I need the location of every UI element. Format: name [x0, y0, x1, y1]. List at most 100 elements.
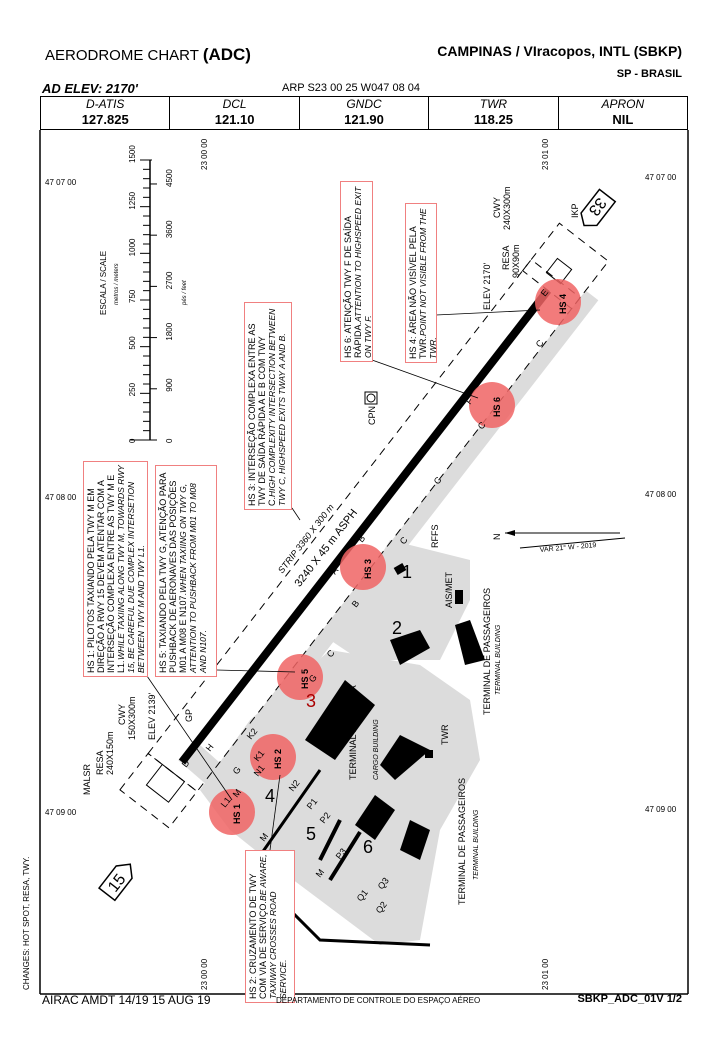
freq-value: 121.10 — [214, 112, 255, 127]
pax-terminal-label-2-en: TERMINAL BUILDING — [473, 809, 480, 880]
title-code: (ADC) — [202, 45, 251, 64]
taxiway-label: C — [398, 535, 410, 547]
hotspot-note-hs6: HS 6: ATENÇÃO TWY F DE SAÍDA RÁPIDA.ATTE… — [340, 181, 373, 362]
resa-33 — [545, 257, 573, 285]
hotspot-label: HS 6 — [492, 397, 502, 417]
scale-meters-value: 500 — [128, 336, 137, 350]
apron-number: 5 — [306, 824, 316, 844]
taxiway-label: D — [180, 758, 192, 770]
hotspot-label: HS 2 — [273, 749, 283, 769]
cpn-label: CPN — [367, 406, 377, 425]
variation-arrow — [519, 537, 626, 549]
apron-line — [318, 819, 342, 861]
region: SP - BRASIL — [616, 68, 682, 80]
cargo-terminal-label: TERMINAL DE CARGA — [348, 685, 358, 780]
pax-terminal-label: TERMINAL DE PASSAGEIROS — [482, 588, 492, 715]
apron-line — [328, 830, 362, 882]
apron-number: 4 — [265, 786, 275, 806]
cwy-15-dim: 150X300m — [127, 696, 137, 740]
hotspot-circle-1[interactable] — [209, 789, 255, 835]
taxiway-label: C — [476, 420, 488, 432]
threshold-33-marker: 33 — [580, 188, 617, 227]
apron-numbers: 1 2 3 4 5 6 — [265, 562, 412, 857]
hotspot-circle-6[interactable] — [469, 382, 515, 428]
pax-terminal-label-en: TERMINAL BUILDING — [495, 624, 502, 695]
hotspot-label: HS 3 — [363, 559, 373, 579]
taxiway-label: G — [307, 673, 319, 685]
scale-feet-label: pés / feet — [182, 280, 188, 306]
cargo-terminal-label-en: CARGO BUILDING — [373, 719, 380, 780]
taxiway-label: A — [329, 565, 341, 576]
scale-feet-value: 4500 — [165, 169, 174, 187]
freq-label: GNDC — [346, 97, 382, 111]
hotspot-note-en: HIGH COMPLEXITY INTERSECTION BETWEEN TWY… — [267, 308, 287, 506]
title-prefix: AERODROME CHART — [45, 47, 203, 64]
taxiway-label: L1 — [219, 795, 233, 809]
freq-label: TWR — [479, 97, 508, 111]
scale-title: ESCALA / SCALE — [99, 251, 108, 315]
scale-feet-value: 2700 — [165, 271, 174, 289]
resa-33-label: RESA — [501, 245, 511, 270]
scale-feet-value: 0 — [165, 438, 174, 443]
hotspot-circle-4[interactable] — [535, 279, 581, 325]
freq-value: NIL — [612, 112, 634, 127]
chart-title: AERODROME CHART (ADC) — [45, 45, 251, 65]
hotspot-note-hs2: HS 2: CRUZAMENTO DE TWY COM VIA DE SERVI… — [245, 850, 295, 1003]
runway-strip — [147, 258, 581, 793]
hotspot-circle-2[interactable] — [250, 734, 296, 780]
hotspot-label: HS 1 — [232, 804, 242, 824]
taxiway-label: F — [464, 395, 476, 406]
hotspot-note-en: WHILE TAXIING ALONG TWY M, TOWARDS RWY 1… — [116, 465, 146, 673]
grid-label: 47 07 00 — [45, 178, 77, 187]
hotspot-circle-5[interactable] — [277, 654, 323, 700]
cwy-33-dim: 240X300m — [502, 186, 512, 230]
rffs-label: RFFS — [430, 525, 440, 549]
grid-label: 47 09 00 — [645, 805, 677, 814]
buildings — [305, 563, 485, 860]
freq-label: APRON — [601, 97, 645, 111]
grid-label: 47 07 00 — [645, 173, 677, 182]
hotspot-note-hs5: HS 5: TAXIANDO PELA TWY G, ATENÇÃO PARA … — [155, 465, 217, 677]
grid-label: 47 08 00 — [45, 493, 77, 502]
resa-33-dim: 90X90m — [511, 244, 521, 278]
taxiway-label: B — [356, 533, 368, 544]
chart-code: SBKP_ADC_01V 1/2 — [577, 993, 682, 1005]
taxiway-label: H — [204, 742, 216, 753]
north-arrow-head — [505, 530, 515, 536]
scale-meters-value: 1000 — [128, 238, 137, 256]
freq-value: 121.90 — [344, 112, 384, 127]
leader-lines — [146, 309, 541, 851]
cwy-33-label: CWY — [492, 197, 502, 218]
malsr-label: MALSR — [82, 763, 92, 795]
runway-15-33[interactable] — [178, 287, 552, 765]
chart-frame — [39, 130, 689, 995]
apron-number: 1 — [402, 562, 412, 582]
ikp-label: IKP — [570, 203, 580, 218]
north-label: N — [492, 534, 502, 541]
taxiway-label: B — [350, 598, 362, 609]
hotspot-label: HS 5 — [300, 669, 310, 689]
scale-meters-value: 1500 — [128, 145, 137, 163]
arp-coordinates: ARP S23 00 25 W047 08 04 — [282, 82, 421, 94]
airport-name: CAMPINAS / VIracopos, INTL (SBKP) — [437, 43, 682, 59]
hotspot-note-hs3: HS 3: INTERSEÇÃO COMPLEXA ENTRE AS TWY D… — [244, 302, 292, 510]
scale-meters-label: metros / meters — [114, 263, 120, 305]
resa-15-label: RESA — [95, 750, 105, 775]
airac-amendment: AIRAC AMDT 14/19 15 AUG 19 — [42, 993, 211, 1007]
grid-label: 23 01 00 — [541, 958, 550, 990]
hotspot-circle-3[interactable] — [340, 544, 386, 590]
grid-label: 23 00 00 — [200, 138, 209, 170]
freq-label: D-ATIS — [85, 97, 125, 111]
cpn-circle-icon — [366, 393, 376, 403]
apron-number: 3 — [306, 691, 316, 711]
taxiway-label: C — [325, 648, 337, 660]
scale-bar: ESCALA / SCALE metros / meters pés / fee… — [99, 145, 188, 443]
freq-label: DCL — [222, 97, 247, 111]
hotspot-label: HS 4 — [558, 294, 568, 314]
